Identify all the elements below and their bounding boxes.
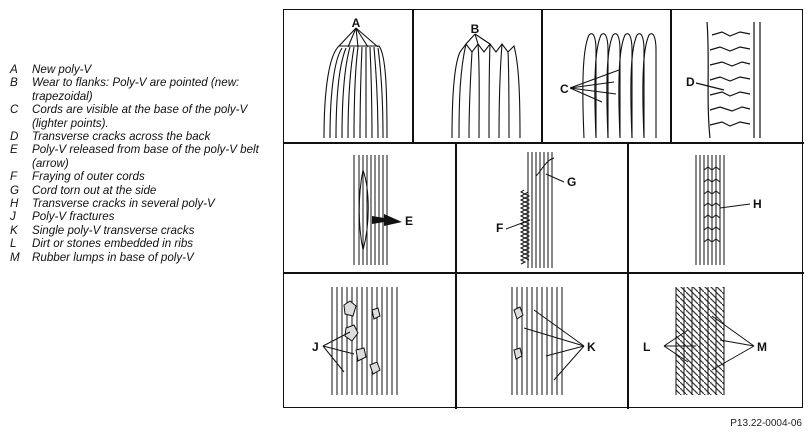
legend-text: Wear to flanks: Poly-V are pointed (new:… [32,76,240,103]
legend-item-b: B Wear to flanks: Poly-V are pointed (new… [10,76,278,103]
legend-list: A New poly-V B Wear to flanks: Poly-V are … [10,63,278,264]
label-l: L [643,340,650,354]
panel-j-rib-fractures [322,287,398,395]
label-j: J [312,340,319,354]
legend-key: C [10,103,19,117]
legend-text: Dirt or stones embedded in ribs [32,237,194,251]
panel-d-transverse-cracks [695,21,761,139]
legend-item-j: J Poly-V fractures [10,210,278,223]
legend-key: E [10,143,18,157]
legend-key: L [10,237,17,251]
label-g: G [567,175,576,189]
label-d: D [686,75,695,89]
legend-key: A [10,63,18,76]
panel-a-new-poly-v [323,27,388,139]
legend-key: K [10,223,18,237]
label-h: H [753,197,762,211]
legend-key: F [10,170,18,184]
legend-item-d: D Transverse cracks across the back [10,130,278,143]
legend-text: Fraying of outer cords [32,170,145,184]
legend-key: H [10,197,19,211]
label-b: B [471,22,480,36]
arrow-icon [372,214,402,226]
legend-item-h: H Transverse cracks in several poly-V [10,197,278,210]
legend-item-c: C Cords are visible at the base of the po… [10,103,278,130]
legend-item-f: F Fraying of outer cords [10,170,278,183]
panel-k-single-rib-cracks [511,287,585,395]
figure-drawing: A B C [284,10,804,409]
panel-fg-frayed-cords [505,152,565,268]
legend-key: M [10,250,20,264]
label-f: F [496,221,503,235]
panel-b-worn-flanks [451,33,521,139]
legend-text: Rubber lumps in base of poly-V [32,250,194,264]
label-e: E [405,214,413,228]
legend-item-l: L Dirt or stones embedded in ribs [10,237,278,250]
panel-h-cracks-several-ribs [695,155,751,265]
legend-text: Single poly-V transverse cracks [32,223,195,237]
label-a: A [352,16,361,30]
figure-code: P13.22-0004-06 [730,418,802,429]
label-m: M [757,340,767,354]
legend-item-e: E Poly-V released from base of the poly-V… [10,143,278,170]
panel-e-rib-released [353,155,388,265]
legend-text: New poly-V [32,63,92,76]
legend-item-a: A New poly-V [10,63,278,76]
legend-key: G [10,183,20,197]
panel-grid [284,10,804,409]
legend-text: Transverse cracks across the back [32,130,211,144]
legend-item-m: M Rubber lumps in base of poly-V [10,251,278,264]
legend-key: B [10,76,18,90]
legend-text: Cords are visible at the base of the pol… [32,103,248,130]
legend-text: Poly-V fractures [32,210,115,224]
legend-item-g: G Cord torn out at the side [10,184,278,197]
legend-item-k: K Single poly-V transverse cracks [10,224,278,237]
legend-text: Transverse cracks in several poly-V [32,197,215,211]
legend-text: Cord torn out at the side [32,183,157,197]
legend-text: Poly-V released from base of the poly-V … [32,143,259,170]
panel-c-cords-visible [569,33,657,139]
belt-damage-figure: A B C [283,9,804,409]
legend-key: J [10,210,16,224]
legend-key: D [10,130,19,144]
label-c: C [560,82,569,96]
label-k: K [587,340,596,354]
panel-lm-dirt-and-lumps [663,287,755,395]
